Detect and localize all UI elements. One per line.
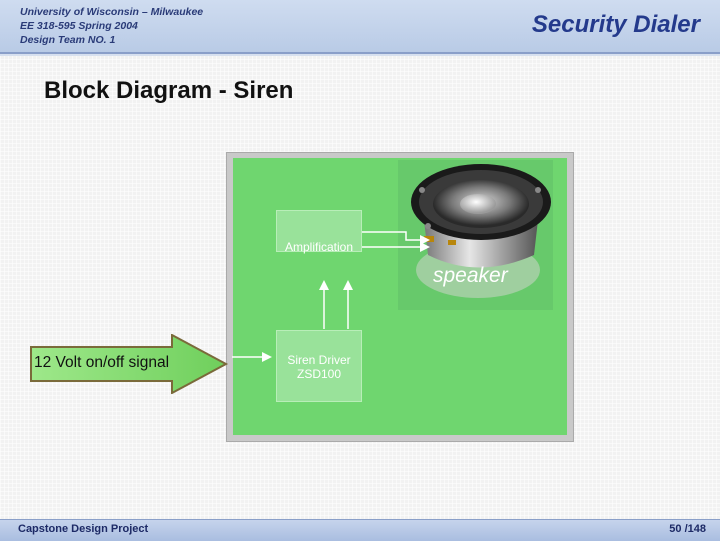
amp-to-speaker-arrow-1 [362, 231, 430, 245]
input-signal-label: 12 Volt on/off signal [34, 354, 170, 371]
siren-driver-label: Siren Driver [287, 353, 351, 367]
siren-driver-block: Siren Driver ZSD100 [276, 330, 362, 402]
input-signal-arrow [30, 334, 229, 394]
team-line: Design Team NO. 1 [20, 34, 116, 46]
footer-project-label: Capstone Design Project [18, 523, 149, 535]
deck-title: Security Dialer [531, 11, 700, 38]
siren-driver-model: ZSD100 [296, 367, 342, 381]
slide-header [0, 0, 720, 54]
speaker-icon [411, 164, 551, 298]
slide-footer [0, 519, 720, 541]
course-line: EE 318-595 Spring 2004 [20, 20, 138, 32]
amplification-label: Amplification [284, 240, 354, 254]
university-line: University of Wisconsin – Milwaukee [20, 6, 204, 18]
page-counter: 50 /148 [669, 523, 706, 535]
header-divider [0, 54, 720, 56]
slide-title: Block Diagram - Siren [44, 77, 294, 104]
speaker-label: speaker [433, 264, 508, 287]
amplification-block: Amplification [276, 210, 362, 254]
speaker-photo [398, 160, 553, 310]
